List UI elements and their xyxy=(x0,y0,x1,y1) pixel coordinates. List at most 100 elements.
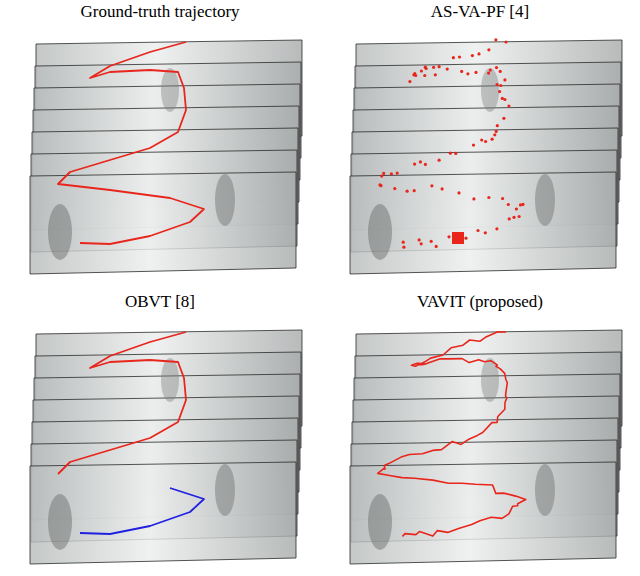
trajectory-dot xyxy=(476,229,479,232)
trajectory-dot xyxy=(501,97,504,100)
trajectory-dot xyxy=(487,48,490,51)
trajectory-dot xyxy=(382,172,385,175)
trajectory-dot xyxy=(420,69,423,72)
trajectory-dot xyxy=(419,160,422,163)
trajectory-dot xyxy=(396,172,399,175)
trajectory-dot xyxy=(501,197,504,200)
trajectory-dot xyxy=(495,130,498,133)
trajectory-dot xyxy=(484,140,487,143)
video-frame xyxy=(30,172,296,274)
trajectory-dot xyxy=(515,207,518,210)
trajectory-dot xyxy=(472,144,475,147)
trajectory-dot xyxy=(495,227,498,230)
trajectory-dot xyxy=(471,54,474,57)
person-silhouette xyxy=(215,464,235,516)
trajectory-dot xyxy=(438,65,441,68)
trajectory-dot xyxy=(406,190,409,193)
panel-title: VAVIT (proposed) xyxy=(417,292,543,312)
video-frame xyxy=(30,462,296,564)
trajectory-line xyxy=(58,42,204,244)
trajectory-dot xyxy=(493,133,496,136)
trajectory-dot xyxy=(498,90,501,93)
person-silhouette xyxy=(48,204,72,260)
trajectory-dot xyxy=(508,217,511,220)
trajectory-dot xyxy=(424,163,427,166)
trajectory-line xyxy=(80,488,204,534)
trajectory-dot xyxy=(447,235,450,238)
trajectory-dot xyxy=(441,187,444,190)
trajectory-dot xyxy=(518,215,521,218)
trajectory-dot xyxy=(435,245,438,248)
frame-stack xyxy=(30,330,302,564)
trajectory-dot xyxy=(499,70,502,73)
trajectory-dot xyxy=(423,74,426,77)
trajectory-dot xyxy=(480,138,483,141)
panel-title: OBVT [8] xyxy=(125,292,195,312)
panel-title: Ground-truth trajectory xyxy=(80,2,239,22)
trajectory-dot xyxy=(430,240,433,243)
trajectory-dot xyxy=(502,117,505,120)
trajectory-dot xyxy=(474,71,477,74)
trajectory-dot xyxy=(489,69,492,72)
trajectory-dot xyxy=(432,66,435,69)
trajectory-dot xyxy=(418,238,421,241)
trajectory-dot xyxy=(466,72,469,75)
trajectory-dot xyxy=(420,242,423,245)
trajectory-dot xyxy=(504,40,507,43)
trajectory-dot xyxy=(477,52,480,55)
video-frame xyxy=(350,172,616,274)
person-silhouette xyxy=(535,174,555,226)
trajectory-dot xyxy=(512,216,515,219)
trajectory-dot xyxy=(380,175,383,178)
trajectory-dot xyxy=(487,196,490,199)
trajectory-dot xyxy=(438,159,441,162)
trajectory-dot xyxy=(496,124,499,127)
person-silhouette xyxy=(368,204,392,260)
trajectory-dot xyxy=(507,104,510,107)
trajectory-dot xyxy=(413,163,416,166)
trajectory-dot xyxy=(519,203,522,206)
trajectory-dot xyxy=(434,73,437,76)
trajectory-line xyxy=(58,332,186,474)
trajectory-dot xyxy=(454,152,457,155)
person-silhouette xyxy=(161,68,179,112)
trajectory-dot xyxy=(393,187,396,190)
person-silhouette xyxy=(48,494,72,550)
trajectory-dot xyxy=(379,184,382,187)
trajectory-dot xyxy=(413,189,416,192)
trajectory-dot xyxy=(408,80,411,83)
trajectory-dot xyxy=(484,231,487,234)
frame-stack xyxy=(350,38,622,274)
trajectory-dot xyxy=(507,203,510,206)
panel-title: AS-VA-PF [4] xyxy=(431,2,529,22)
trajectory-dot xyxy=(495,66,498,69)
trajectory-dot xyxy=(487,72,490,75)
trajectory-dot xyxy=(452,56,455,59)
trajectory-dot xyxy=(449,152,452,155)
trajectory-dot xyxy=(496,83,499,86)
trajectory-dot xyxy=(425,67,428,70)
person-silhouette xyxy=(161,358,179,402)
frame-stack xyxy=(350,330,622,564)
person-silhouette xyxy=(481,68,499,112)
trajectory-dot xyxy=(458,55,461,58)
person-silhouette xyxy=(535,464,555,516)
trajectory-dot xyxy=(430,184,433,187)
trajectory-dot xyxy=(402,241,405,244)
person-silhouette xyxy=(215,174,235,226)
trajectory-dot xyxy=(494,38,497,41)
trajectory-cluster xyxy=(452,232,464,244)
person-silhouette xyxy=(368,494,392,550)
trajectory-dot xyxy=(472,197,475,200)
frame-stack xyxy=(30,40,302,274)
trajectory-dot xyxy=(457,191,460,194)
trajectory-dot xyxy=(402,246,405,249)
trajectory-line xyxy=(378,332,526,537)
trajectory-dot xyxy=(414,74,417,77)
trajectory-dot xyxy=(464,237,467,240)
trajectory-dot xyxy=(390,172,393,175)
video-frame xyxy=(350,462,616,564)
trajectory-dot xyxy=(460,70,463,73)
trajectory-dot xyxy=(446,68,449,71)
